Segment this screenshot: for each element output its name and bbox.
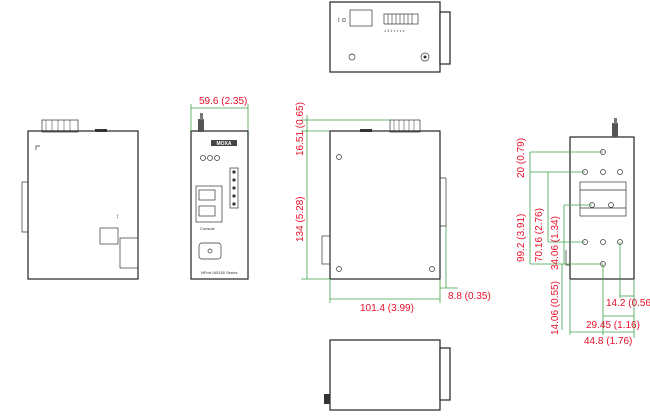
dim-mid-hole: 70.16 (2.76): [534, 208, 545, 262]
top-view: I ⊙ ⁴ ³ ² ¹ ᵛ ᵛ ᵛ: [329, 1, 451, 73]
dimension-lines: [190, 104, 635, 338]
moxa-logo-icon: [211, 140, 237, 146]
left-side-view: ↕: [21, 119, 139, 280]
svg-text:I ⊙: I ⊙: [338, 18, 346, 24]
rear-view: [565, 118, 635, 280]
bottom-view: [324, 339, 451, 411]
svg-text:⁴ ³ ² ¹ ᵛ ᵛ ᵛ: ⁴ ³ ² ¹ ᵛ ᵛ ᵛ: [384, 29, 405, 35]
dim-rail-offset: 8.8 (0.35): [448, 291, 491, 302]
model-label: NPort IA5150 Series: [201, 270, 237, 275]
dim-top-offset: 16.51 (0.65): [295, 102, 306, 156]
front-brand: MOXA: [217, 141, 232, 147]
dim-front-width: 59.6 (2.35): [199, 96, 247, 107]
svg-text:↕: ↕: [116, 214, 119, 220]
dim-lower-hole: 34.06 (1.34): [550, 216, 561, 270]
dim-bottom-hole: 14.06 (0.55): [550, 281, 561, 335]
front-view: MOXA Console NPort IA5150 Series: [190, 113, 249, 280]
dim-right-c: 44.8 (1.76): [584, 336, 632, 347]
dim-height: 134 (5.28): [295, 196, 306, 242]
dim-hole-span: 99.2 (3.91): [516, 214, 527, 262]
dim-top-hole: 20 (0.79): [516, 138, 527, 178]
right-side-view: [321, 119, 447, 280]
dim-depth: 101.4 (3.99): [360, 303, 414, 314]
dim-right-a: 14.2 (0.56): [606, 298, 650, 309]
console-label: Console: [200, 226, 215, 231]
dim-right-b: 29.45 (1.16): [586, 320, 640, 331]
